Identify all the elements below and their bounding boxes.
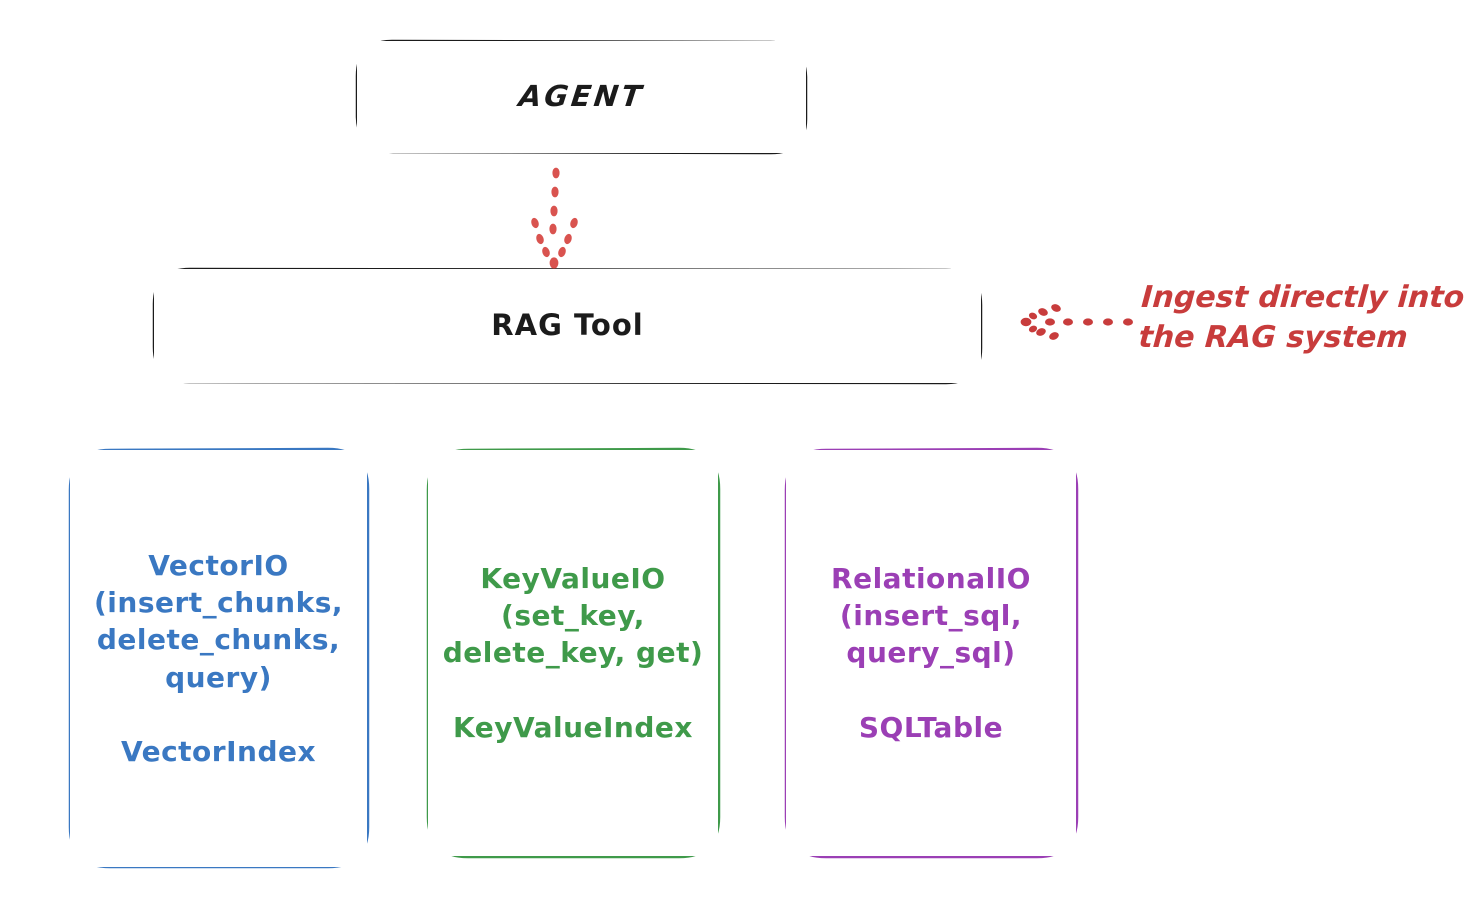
annotation-ingest: Ingest directly into the RAG system [1137,280,1466,355]
ingest-to-rag-tool-arrow [1020,304,1133,340]
node-relational-io[interactable]: RelationalIO (insert_sql, query_sql) SQL… [786,450,1076,856]
node-key-value-io[interactable]: KeyValueIO (set_key, delete_key, get) Ke… [428,450,718,856]
node-rag-tool[interactable]: RAG Tool [154,269,981,383]
node-vector-io-label: VectorIO (insert_chunks, delete_chunks, … [94,548,343,768]
agent-to-rag-tool-arrow [531,167,578,269]
node-relational-io-label: RelationalIO (insert_sql, query_sql) SQL… [831,561,1031,744]
node-rag-tool-label: RAG Tool [491,308,644,343]
node-agent-label: AGENT [516,79,647,114]
node-key-value-io-label: KeyValueIO (set_key, delete_key, get) Ke… [442,561,704,744]
node-agent[interactable]: AGENT [357,41,806,153]
node-vector-io[interactable]: VectorIO (insert_chunks, delete_chunks, … [70,450,367,867]
